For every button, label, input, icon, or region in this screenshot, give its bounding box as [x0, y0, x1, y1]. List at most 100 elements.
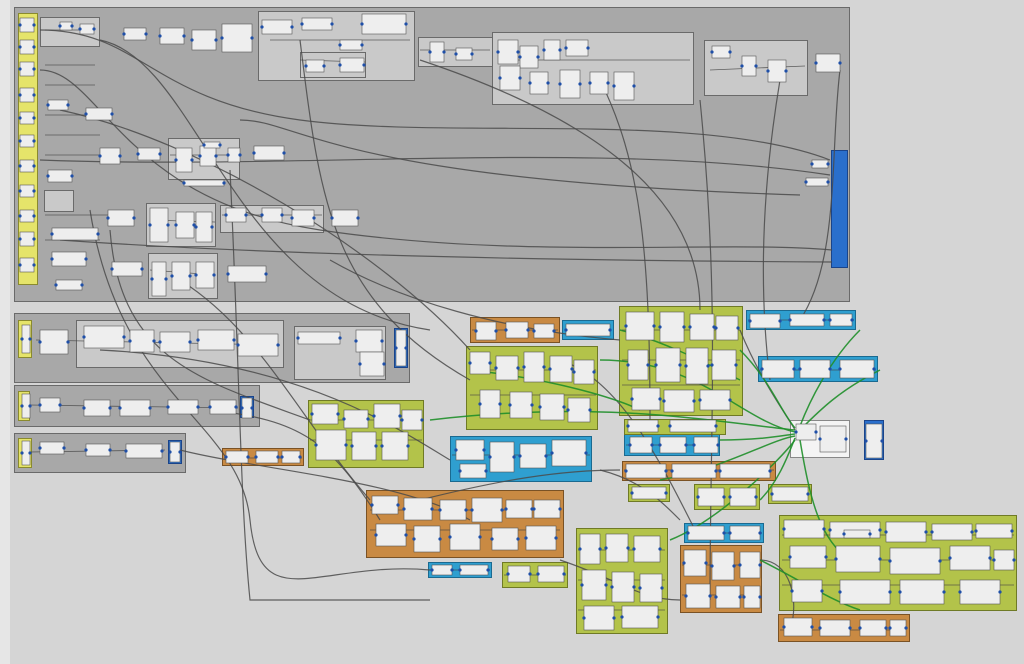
- graph-node-105[interactable]: [654, 347, 682, 383]
- graph-node-171[interactable]: [684, 583, 712, 609]
- graph-node-186[interactable]: [898, 579, 946, 605]
- graph-node-46[interactable]: [252, 145, 286, 161]
- wire-green-12[interactable]: [801, 369, 881, 429]
- graph-node-19[interactable]: [300, 17, 334, 31]
- graph-node-161[interactable]: [604, 533, 630, 563]
- graph-node-98[interactable]: [538, 393, 566, 421]
- graph-node-170[interactable]: [738, 551, 762, 579]
- graph-node-73[interactable]: [358, 351, 386, 377]
- graph-node-38[interactable]: [814, 53, 842, 73]
- graph-node-74[interactable]: [394, 329, 408, 367]
- graph-node-162[interactable]: [632, 535, 662, 563]
- wire-green-3[interactable]: [739, 349, 796, 429]
- graph-node-200[interactable]: [182, 179, 226, 187]
- graph-node-110[interactable]: [698, 389, 732, 411]
- graph-node-70[interactable]: [236, 333, 280, 357]
- wire-gray-19[interactable]: [209, 409, 381, 521]
- graph-node-135[interactable]: [626, 419, 660, 433]
- graph-node-100[interactable]: [624, 311, 656, 341]
- graph-node-141[interactable]: [670, 463, 718, 479]
- graph-node-121[interactable]: [314, 429, 348, 461]
- graph-node-151[interactable]: [504, 499, 534, 519]
- graph-node-79[interactable]: [166, 399, 200, 415]
- graph-node-3[interactable]: [18, 61, 36, 77]
- graph-node-92[interactable]: [494, 355, 520, 381]
- graph-node-94[interactable]: [548, 355, 574, 383]
- graph-node-42[interactable]: [136, 147, 162, 161]
- graph-node-131[interactable]: [458, 463, 488, 479]
- graph-node-191[interactable]: [536, 565, 566, 583]
- graph-node-81[interactable]: [240, 397, 254, 419]
- group-mid-e[interactable]: [44, 190, 74, 212]
- graph-node-148[interactable]: [402, 497, 434, 521]
- graph-node-23[interactable]: [338, 57, 366, 73]
- graph-node-14[interactable]: [122, 27, 148, 41]
- wire-gray-8[interactable]: [299, 39, 471, 381]
- wire-gray-11[interactable]: [419, 59, 701, 311]
- graph-node-194[interactable]: [858, 619, 888, 637]
- graph-node-17[interactable]: [220, 23, 254, 53]
- graph-node-86[interactable]: [168, 441, 182, 463]
- graph-node-140[interactable]: [624, 463, 668, 479]
- graph-node-115[interactable]: [798, 359, 832, 379]
- graph-node-95[interactable]: [572, 359, 596, 385]
- wire-gray-3[interactable]: [99, 39, 431, 331]
- graph-node-52[interactable]: [224, 207, 248, 223]
- graph-node-28[interactable]: [542, 39, 562, 61]
- graph-node-138[interactable]: [818, 425, 848, 453]
- graph-node-124[interactable]: [224, 450, 250, 464]
- graph-node-37[interactable]: [766, 59, 788, 83]
- graph-node-158[interactable]: [686, 525, 726, 541]
- graph-node-106[interactable]: [684, 347, 710, 385]
- graph-node-172[interactable]: [714, 585, 742, 609]
- graph-node-30[interactable]: [498, 65, 522, 91]
- graph-node-109[interactable]: [662, 389, 696, 413]
- graph-node-12[interactable]: [58, 21, 74, 31]
- graph-node-147[interactable]: [370, 495, 400, 515]
- graph-node-65[interactable]: [38, 329, 70, 355]
- graph-node-181[interactable]: [888, 547, 942, 575]
- graph-node-58[interactable]: [110, 261, 144, 277]
- graph-node-168[interactable]: [682, 549, 708, 577]
- wire-gray-12[interactable]: [599, 79, 651, 421]
- graph-node-116[interactable]: [838, 359, 876, 379]
- graph-node-164[interactable]: [610, 571, 636, 603]
- graph-node-24[interactable]: [428, 41, 446, 63]
- graph-node-85[interactable]: [124, 443, 164, 459]
- graph-node-107[interactable]: [710, 349, 738, 381]
- graph-node-177[interactable]: [930, 523, 974, 541]
- graph-node-62[interactable]: [226, 265, 268, 283]
- graph-node-47[interactable]: [46, 169, 74, 183]
- wire-gray-23[interactable]: [419, 469, 621, 501]
- graph-node-87[interactable]: [474, 321, 498, 341]
- graph-node-104[interactable]: [626, 349, 650, 381]
- graph-node-198[interactable]: [842, 529, 872, 539]
- graph-node-21[interactable]: [360, 13, 408, 35]
- graph-node-118[interactable]: [342, 409, 370, 429]
- graph-node-13[interactable]: [78, 23, 96, 35]
- graph-node-119[interactable]: [372, 403, 402, 429]
- graph-node-199[interactable]: [202, 141, 222, 149]
- graph-node-5[interactable]: [18, 111, 36, 125]
- graph-node-57[interactable]: [50, 251, 88, 267]
- graph-node-53[interactable]: [260, 207, 284, 223]
- wire-gray-18[interactable]: [99, 349, 451, 461]
- graph-node-63[interactable]: [54, 279, 84, 291]
- graph-node-189[interactable]: [458, 564, 490, 576]
- graph-node-126[interactable]: [280, 450, 302, 464]
- wire-gray-13[interactable]: [762, 79, 781, 381]
- graph-node-59[interactable]: [150, 261, 168, 297]
- graph-node-193[interactable]: [818, 619, 852, 637]
- group-output-top[interactable]: [831, 150, 848, 268]
- graph-node-187[interactable]: [958, 579, 1002, 605]
- graph-node-122[interactable]: [350, 431, 378, 461]
- graph-node-67[interactable]: [128, 329, 156, 353]
- graph-node-153[interactable]: [374, 523, 408, 547]
- graph-node-43[interactable]: [174, 147, 194, 173]
- wire-local-13[interactable]: [709, 65, 806, 71]
- graph-node-32[interactable]: [558, 69, 582, 99]
- graph-node-101[interactable]: [658, 311, 686, 343]
- graph-node-16[interactable]: [190, 29, 218, 51]
- graph-node-7[interactable]: [18, 159, 36, 173]
